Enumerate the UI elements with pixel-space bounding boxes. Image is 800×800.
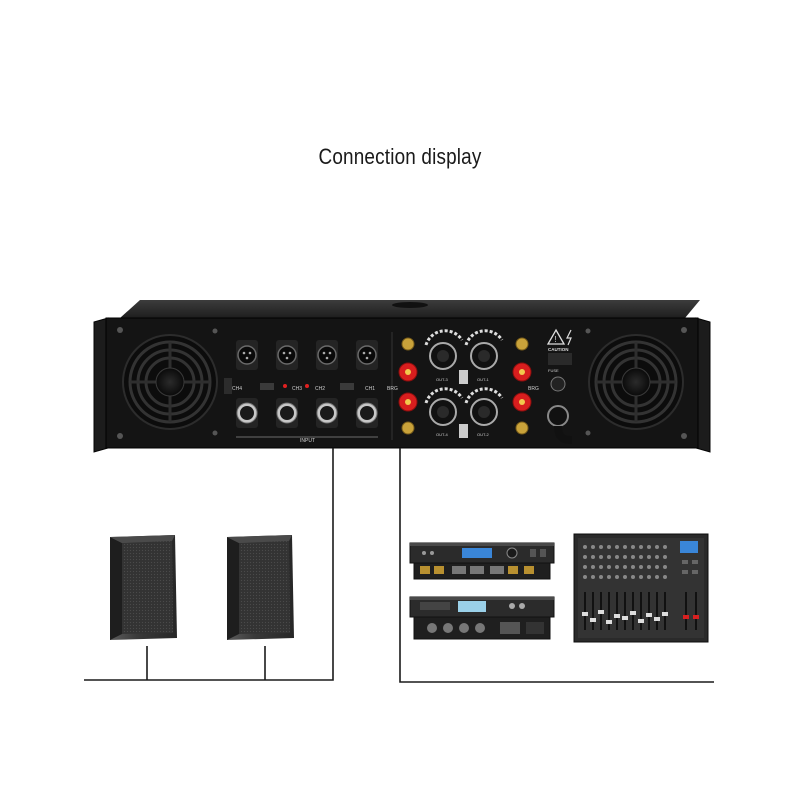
output-label: OUT-3	[436, 377, 449, 382]
loudspeaker-right-icon	[227, 535, 294, 640]
cooling-fan-right-icon	[588, 334, 684, 430]
source-wire	[399, 448, 714, 683]
power-inlet-icon[interactable]	[547, 405, 569, 427]
binding-post-gold-icon	[515, 337, 529, 351]
binding-post-red-icon	[398, 362, 418, 382]
xlr-input-row-bottom	[236, 398, 378, 428]
input-label: INPUT	[300, 438, 315, 444]
bridge-label: BRG	[387, 386, 398, 392]
xlr-female-jack-icon	[236, 340, 258, 370]
fuse-label: FUSE	[548, 368, 559, 373]
speakon-output-icon	[424, 387, 464, 426]
fuse-holder-icon[interactable]	[550, 376, 566, 392]
xlr-female-jack-icon	[276, 340, 298, 370]
channel-label-ch1: CH1	[365, 386, 375, 392]
audio-processor-device-icon	[409, 596, 555, 640]
binding-post-red-icon	[512, 362, 532, 382]
power-cable	[554, 425, 573, 444]
warning-triangle-icon: !	[546, 328, 566, 345]
amp-top-panel	[120, 300, 700, 318]
mode-switch[interactable]	[340, 383, 354, 390]
output-label: OUT-1	[477, 377, 490, 382]
svg-text:!: !	[555, 335, 557, 344]
bridge-label: BRG	[528, 386, 539, 392]
wiring	[84, 448, 714, 683]
xlr-female-jack-icon	[356, 340, 378, 370]
xlr-male-jack-icon	[316, 398, 338, 428]
xlr-input-row-top	[236, 340, 378, 370]
power-amplifier: CH4 CH3 CH2 CH1 INPUT BRG BRG	[93, 300, 711, 453]
speaker-wire	[84, 448, 334, 681]
channel-label-ch2: CH2	[315, 386, 325, 392]
xlr-male-jack-icon	[356, 398, 378, 428]
lightning-bolt-icon	[566, 329, 572, 346]
xlr-male-jack-icon	[276, 398, 298, 428]
speakon-output-icon	[424, 329, 464, 370]
speakon-output-icon	[464, 329, 504, 370]
xlr-male-jack-icon	[236, 398, 258, 428]
mixing-console-device-icon	[573, 533, 709, 643]
binding-post-gold-icon	[401, 337, 415, 351]
speakon-output-icon	[464, 387, 504, 426]
binding-post-gold-icon	[515, 421, 529, 435]
cooling-fan-left-icon	[122, 334, 218, 430]
caution-label: CAUTION	[548, 347, 569, 352]
channel-label-ch3: CH3	[292, 386, 302, 392]
binding-post-gold-icon	[401, 421, 415, 435]
output-label: OUT-2	[477, 432, 490, 437]
loudspeaker-left-icon	[110, 535, 177, 640]
mode-switch[interactable]	[260, 383, 274, 390]
output-label: OUT-4	[436, 432, 449, 437]
channel-label-ch4: CH4	[232, 386, 242, 392]
binding-post-red-icon	[512, 392, 532, 412]
audio-processor-device-icon	[409, 542, 555, 580]
xlr-female-jack-icon	[316, 340, 338, 370]
binding-post-red-icon	[398, 392, 418, 412]
page-title: Connection display	[318, 144, 482, 169]
